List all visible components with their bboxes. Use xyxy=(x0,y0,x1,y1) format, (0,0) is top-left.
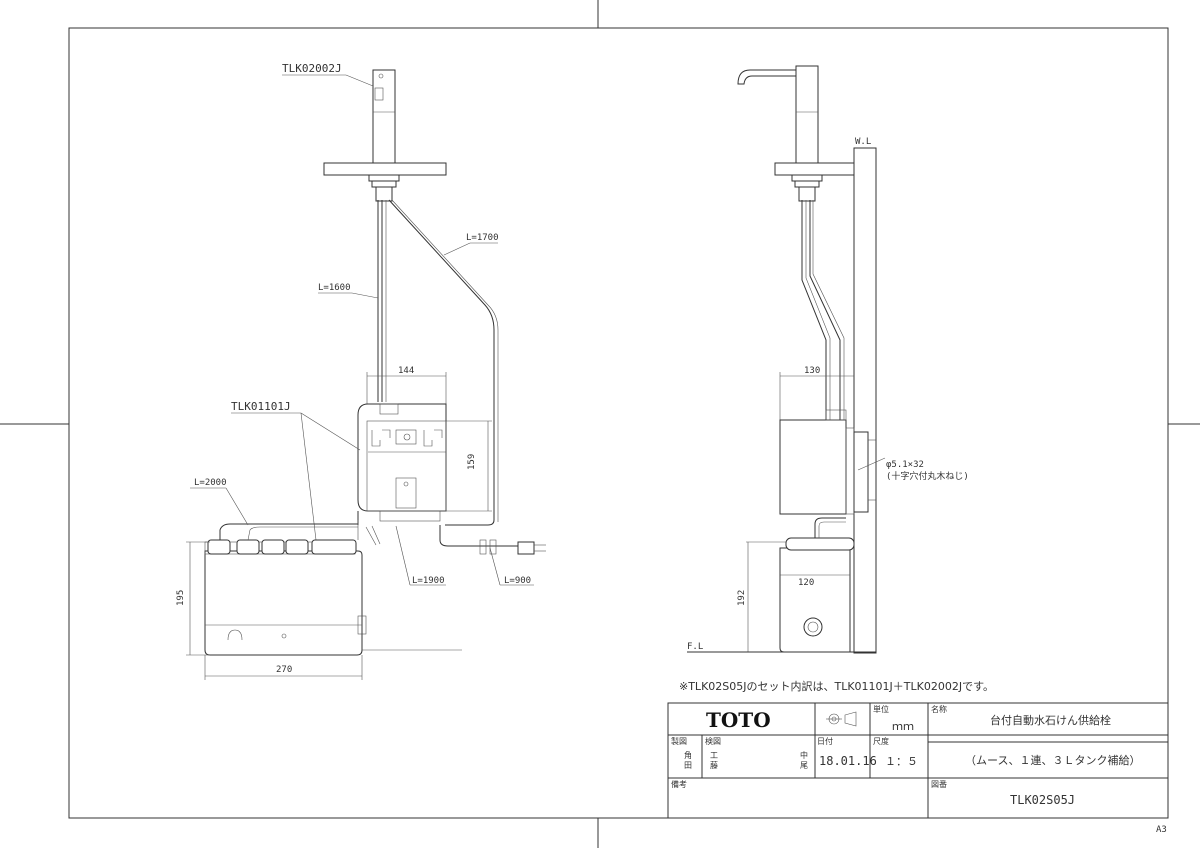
label-screw-note: (十字穴付丸木ねじ) xyxy=(886,470,969,482)
name-subtitle: （ムース、１連、３Ｌタンク補給） xyxy=(965,753,1140,767)
label-fl: F.L xyxy=(687,642,703,652)
pump-box xyxy=(357,403,447,525)
label-dim-192: 192 xyxy=(737,590,747,606)
label-wl: W.L xyxy=(855,137,871,147)
label-dim-130: 130 xyxy=(804,366,820,376)
label-len-2000: L=2000 xyxy=(194,478,227,488)
faucet-body xyxy=(368,69,400,202)
drawn-label: 製図 xyxy=(671,736,687,746)
side-counter xyxy=(774,162,855,176)
tank xyxy=(204,539,367,656)
side-pump-box xyxy=(779,419,847,515)
power-plug xyxy=(479,539,546,555)
unit-label: 単位 xyxy=(873,704,889,714)
date-value: 18.01.16 xyxy=(819,754,877,768)
label-dim-120: 120 xyxy=(798,578,814,588)
side-view xyxy=(687,65,886,654)
checked-label: 検図 xyxy=(705,736,721,746)
title-block xyxy=(667,702,1169,819)
dim-159 xyxy=(446,420,492,512)
dim-270 xyxy=(204,655,363,680)
label-len-900: L=900 xyxy=(504,576,531,586)
approved-by-2: 尾 xyxy=(800,761,808,770)
label-dim-159: 159 xyxy=(467,454,477,470)
label-len-1700: L=1700 xyxy=(466,233,499,243)
label-screw-spec: φ5.1×32 xyxy=(886,460,924,470)
label-dim-270: 270 xyxy=(276,665,292,675)
sheet-size: A3 xyxy=(1156,825,1167,835)
scale-value: １：５ xyxy=(885,755,918,768)
checked-by-1: 工 xyxy=(710,751,718,760)
checked-by-2: 藤 xyxy=(710,760,718,770)
label-dim-195: 195 xyxy=(176,590,186,606)
label-dim-144: 144 xyxy=(398,366,414,376)
wall xyxy=(853,147,877,654)
label-len-1600: L=1600 xyxy=(318,283,351,293)
drawing-no-label: 図番 xyxy=(931,779,947,789)
brand-logo: TOTO xyxy=(706,708,771,732)
approved-by-1: 中 xyxy=(800,750,808,760)
date-label: 日付 xyxy=(817,736,833,746)
counter-top xyxy=(323,162,447,176)
name-value: 台付自動水石けん供給栓 xyxy=(990,713,1111,727)
label-len-1900: L=1900 xyxy=(412,576,445,586)
dim-195 xyxy=(186,541,462,656)
drawing-no-value: TLK02S05J xyxy=(1010,793,1075,807)
front-view xyxy=(186,69,546,680)
label-faucet-part: TLK02002J xyxy=(282,62,342,75)
projection-symbol xyxy=(826,711,857,727)
side-faucet xyxy=(737,65,823,202)
label-pump-part: TLK01101J xyxy=(231,400,291,413)
name-label: 名称 xyxy=(931,704,947,714)
front-tubes xyxy=(318,199,499,526)
scale-label: 尺度 xyxy=(873,736,889,746)
drawn-by-2: 田 xyxy=(684,761,692,770)
remarks-label: 備考 xyxy=(671,779,687,789)
side-tank xyxy=(779,547,851,653)
drawn-by-1: 角 xyxy=(684,750,692,760)
set-note: ※TLK02S05Jのセット内訳は、TLK01101J＋TLK02002Jです。 xyxy=(679,679,994,693)
unit-value: ｍｍ xyxy=(892,720,914,733)
